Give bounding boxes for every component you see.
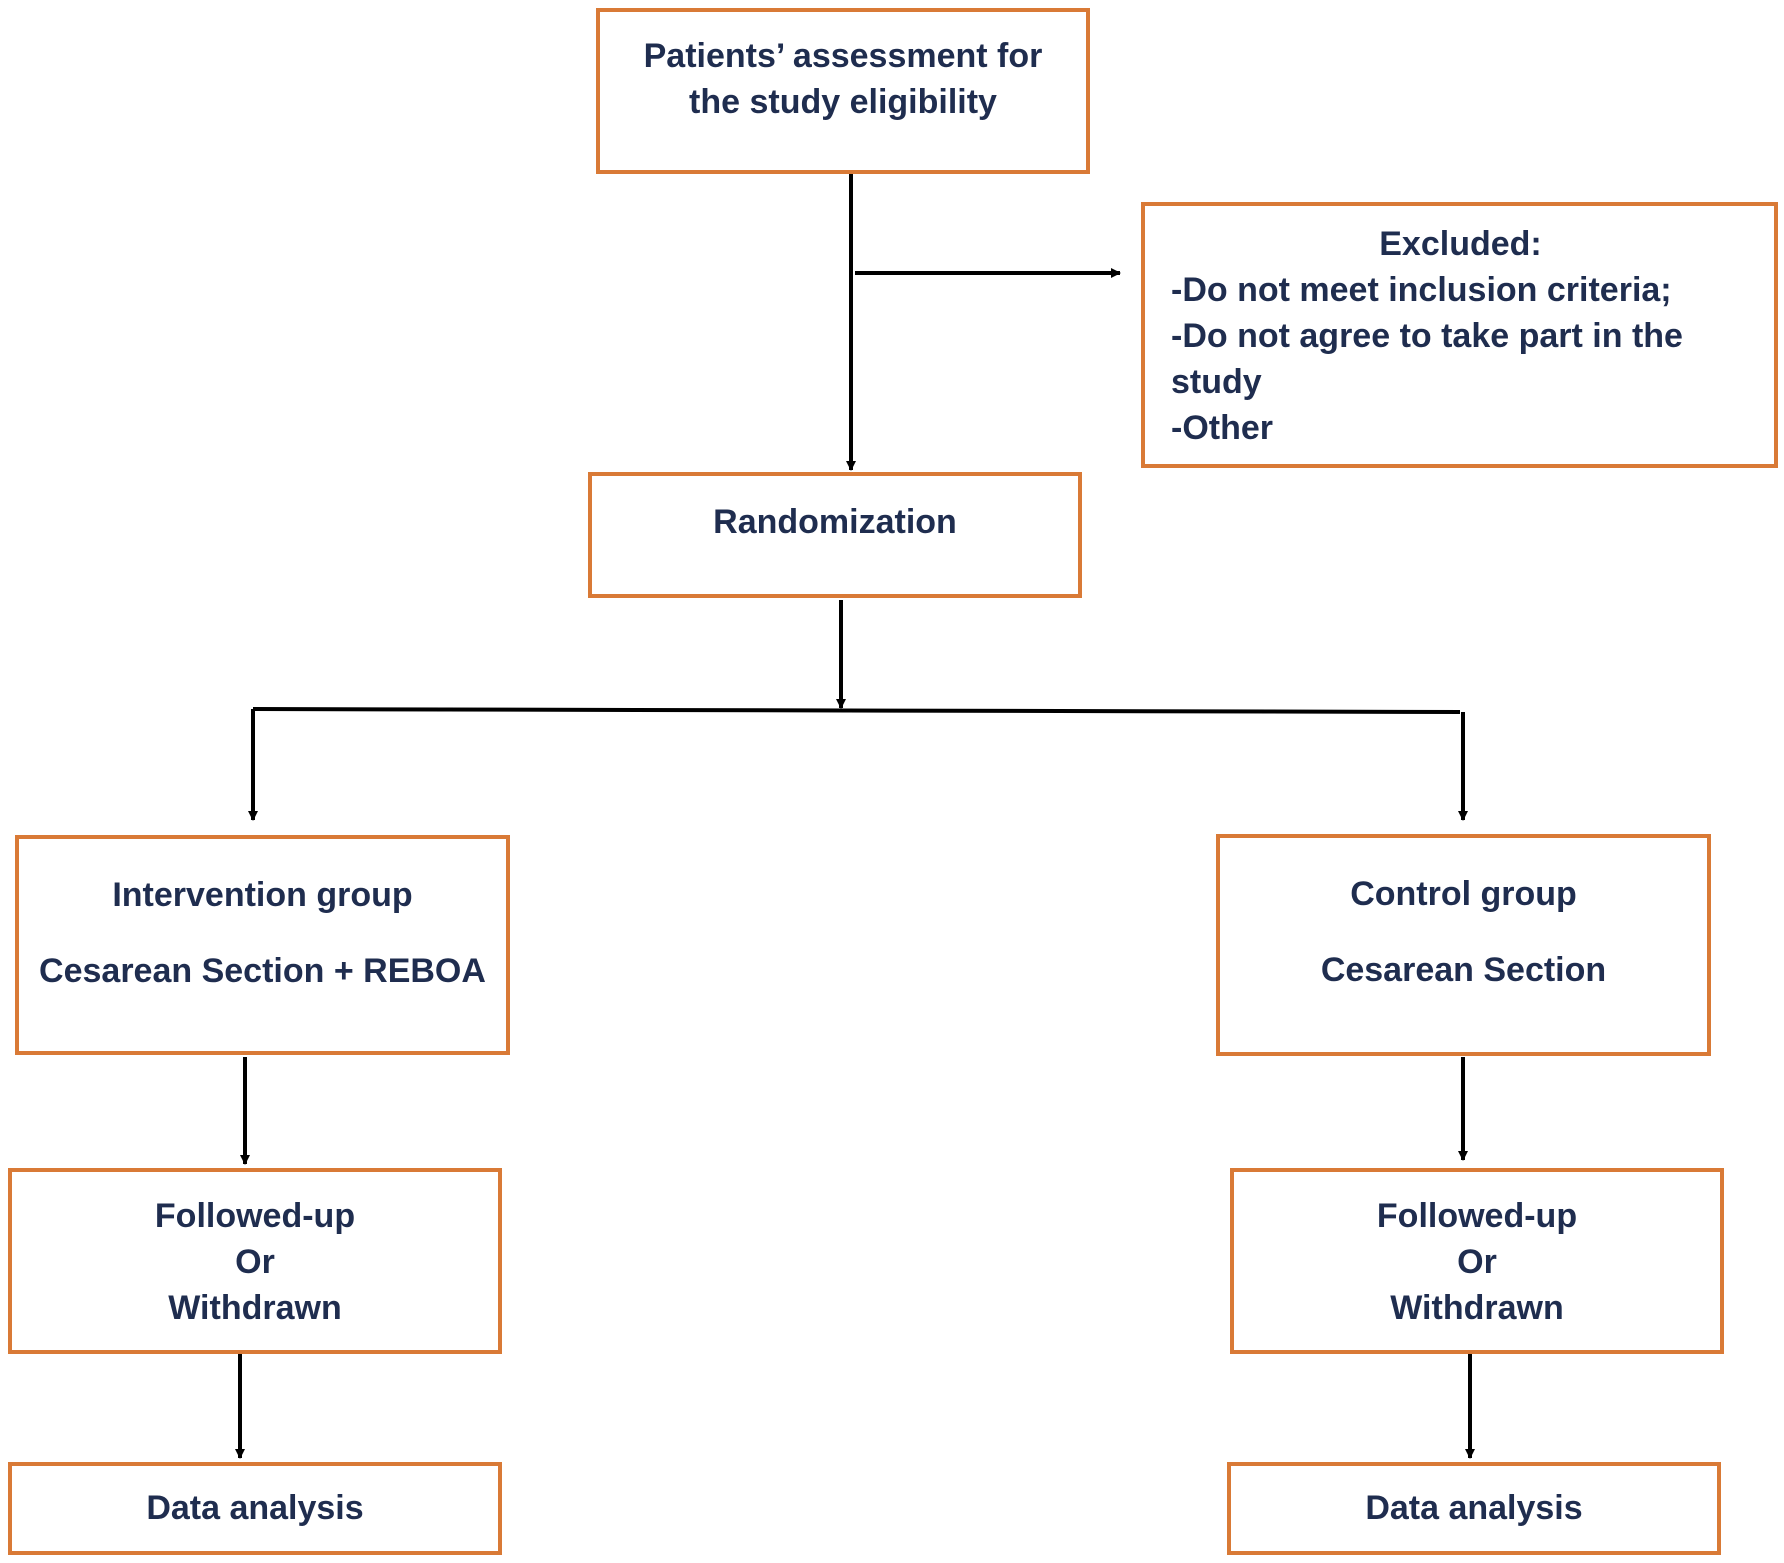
randomization-label: Randomization xyxy=(713,503,957,541)
intervention-group-box: Intervention group Cesarean Section + RE… xyxy=(15,835,510,1055)
excluded-box: Excluded: -Do not meet inclusion criteri… xyxy=(1141,202,1778,468)
control-procedure: Cesarean Section xyxy=(1320,950,1607,989)
assessment-line-2: the study eligibility xyxy=(689,82,997,121)
data-analysis-right-label: Data analysis xyxy=(1365,1489,1583,1527)
control-group-box: Control group Cesarean Section xyxy=(1216,834,1711,1056)
split-line xyxy=(252,707,1461,714)
excluded-item: -Do not meet inclusion criteria; xyxy=(1171,270,1672,309)
excluded-title: Excluded: xyxy=(1379,225,1542,263)
intervention-group-label: Intervention group xyxy=(112,876,413,914)
data-analysis-box-right: Data analysis xyxy=(1227,1462,1721,1555)
followup-right-line-2: Or xyxy=(1457,1242,1497,1281)
data-analysis-box-left: Data analysis xyxy=(8,1462,502,1555)
control-group-label: Control group xyxy=(1350,875,1577,913)
intervention-procedure: Cesarean Section + REBOA xyxy=(39,951,486,990)
data-analysis-left-label: Data analysis xyxy=(146,1489,364,1527)
assessment-box: Patients’ assessment for the study eligi… xyxy=(596,8,1090,174)
assessment-line-1: Patients’ assessment for xyxy=(643,37,1043,75)
followup-left-line-2: Or xyxy=(235,1242,275,1281)
followup-left-line-1: Followed-up xyxy=(154,1197,356,1235)
followup-right-line-3: Withdrawn xyxy=(1390,1288,1564,1327)
followup-right-line-1: Followed-up xyxy=(1376,1197,1578,1235)
excluded-item: -Do not agree to take part in the study xyxy=(1171,316,1683,401)
followup-box-left: Followed-up Or Withdrawn xyxy=(8,1168,502,1354)
followup-box-right: Followed-up Or Withdrawn xyxy=(1230,1168,1724,1354)
randomization-box: Randomization xyxy=(588,472,1082,598)
followup-left-line-3: Withdrawn xyxy=(168,1288,342,1327)
excluded-item: -Other xyxy=(1171,408,1273,447)
